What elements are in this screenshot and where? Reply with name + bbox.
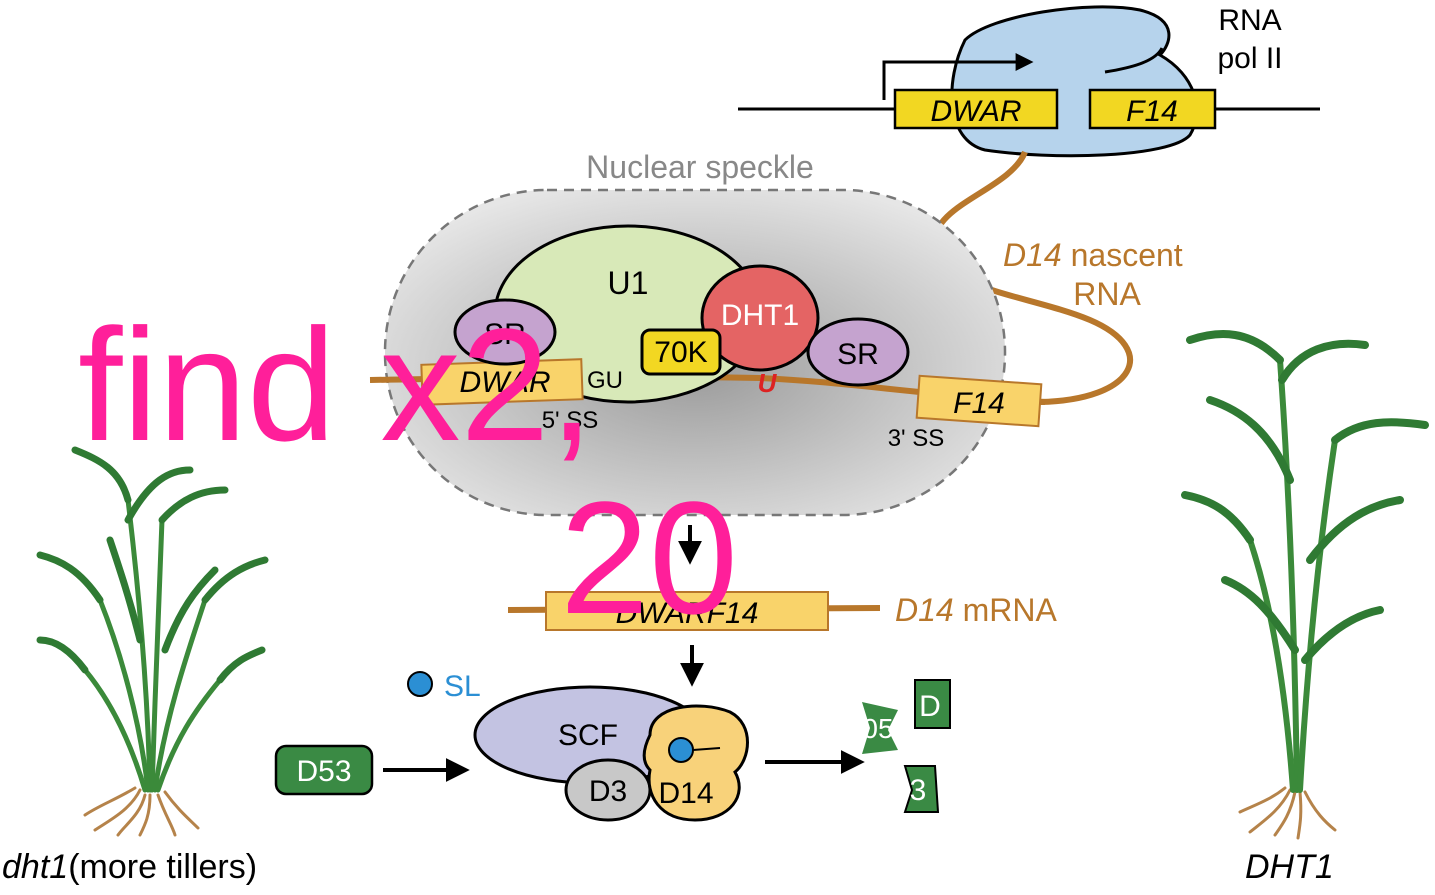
sr-right-label: SR	[837, 338, 879, 371]
right-plant-roots	[1238, 786, 1337, 840]
left-plant-roots	[83, 786, 200, 837]
mrna-exon-label: DWARF14	[616, 597, 759, 630]
dht1-label: DHT1	[721, 299, 799, 332]
transcription-start-arrow	[882, 53, 1034, 100]
sl-molecule	[407, 671, 433, 697]
fragment-bottom	[903, 765, 940, 813]
right-plant-caption: DHT1	[1245, 848, 1334, 886]
overlay-text-line1: find x2,	[78, 295, 594, 474]
fragment-left	[862, 702, 898, 754]
left-plant-dht1	[36, 446, 269, 837]
overlay-text-line2: 20	[560, 468, 738, 647]
right-plant-stems	[1247, 357, 1338, 793]
d53-fragments: D 05 3	[862, 679, 951, 813]
dht1-protein	[700, 264, 820, 372]
d14-protein	[642, 704, 749, 822]
sr-protein-right	[806, 317, 910, 387]
3ss-label: 3' SS	[888, 425, 945, 452]
left-plant-stems	[82, 497, 223, 793]
speckle-exon-f14	[915, 374, 1043, 428]
gu-label: GU	[587, 367, 623, 394]
nascent-rna-label-line1: D14 nascent	[1003, 237, 1183, 273]
speckle-exon-dwar-label: DWAR	[459, 366, 550, 399]
left-plant-caption: dht1(more tillers)	[2, 848, 258, 886]
speckle-label: Nuclear speckle	[586, 149, 814, 185]
5ss-label: 5' SS	[542, 407, 599, 434]
nascent-rna-label-line2: RNA	[1073, 276, 1141, 312]
scf-label: SCF	[558, 719, 618, 752]
top-exon-f14	[1088, 88, 1217, 130]
d53-protein	[274, 744, 374, 796]
d14-bound-sl	[668, 737, 694, 763]
d14-pocket-line	[692, 747, 721, 751]
left-plant-leaves	[36, 446, 269, 684]
rna-polymerase-group: DWAR F14 RNA pol II	[738, 4, 1320, 158]
top-exon-f14-label: F14	[1126, 95, 1178, 128]
d14-label: D14	[658, 777, 713, 810]
u1-label: U1	[608, 265, 649, 301]
fragment-top-right	[914, 679, 951, 729]
sl-label: SL	[444, 670, 481, 703]
d3-label: D3	[589, 775, 627, 808]
fragment-left-label: 05	[862, 713, 893, 744]
70k-label: 70K	[654, 336, 707, 369]
d53-label: D53	[296, 755, 351, 788]
sr-protein-left	[453, 298, 557, 366]
sr-left-label: SR	[484, 318, 526, 351]
mrna-label: D14 mRNA	[895, 592, 1057, 628]
speckle-exon-f14-label: F14	[953, 387, 1005, 420]
mrna-exon	[545, 591, 829, 631]
rna-pol-label-line1: RNA	[1218, 4, 1281, 37]
pol-rna-exit-line	[1104, 47, 1164, 74]
70k-protein	[640, 328, 722, 376]
right-plant-dht1	[1181, 330, 1429, 840]
rna-pol-label-line2: pol II	[1217, 42, 1282, 75]
top-exon-dwar	[893, 88, 1059, 130]
u-label: U	[758, 368, 778, 398]
right-plant-leaves	[1181, 330, 1429, 664]
nascent-rna-strand	[931, 150, 1133, 405]
rna-pol-ii-shape	[950, 5, 1199, 158]
fragment-bottom-label: 3	[910, 774, 927, 807]
fragment-top-right-label: D	[919, 690, 941, 723]
top-exon-dwar-label: DWAR	[930, 95, 1021, 128]
